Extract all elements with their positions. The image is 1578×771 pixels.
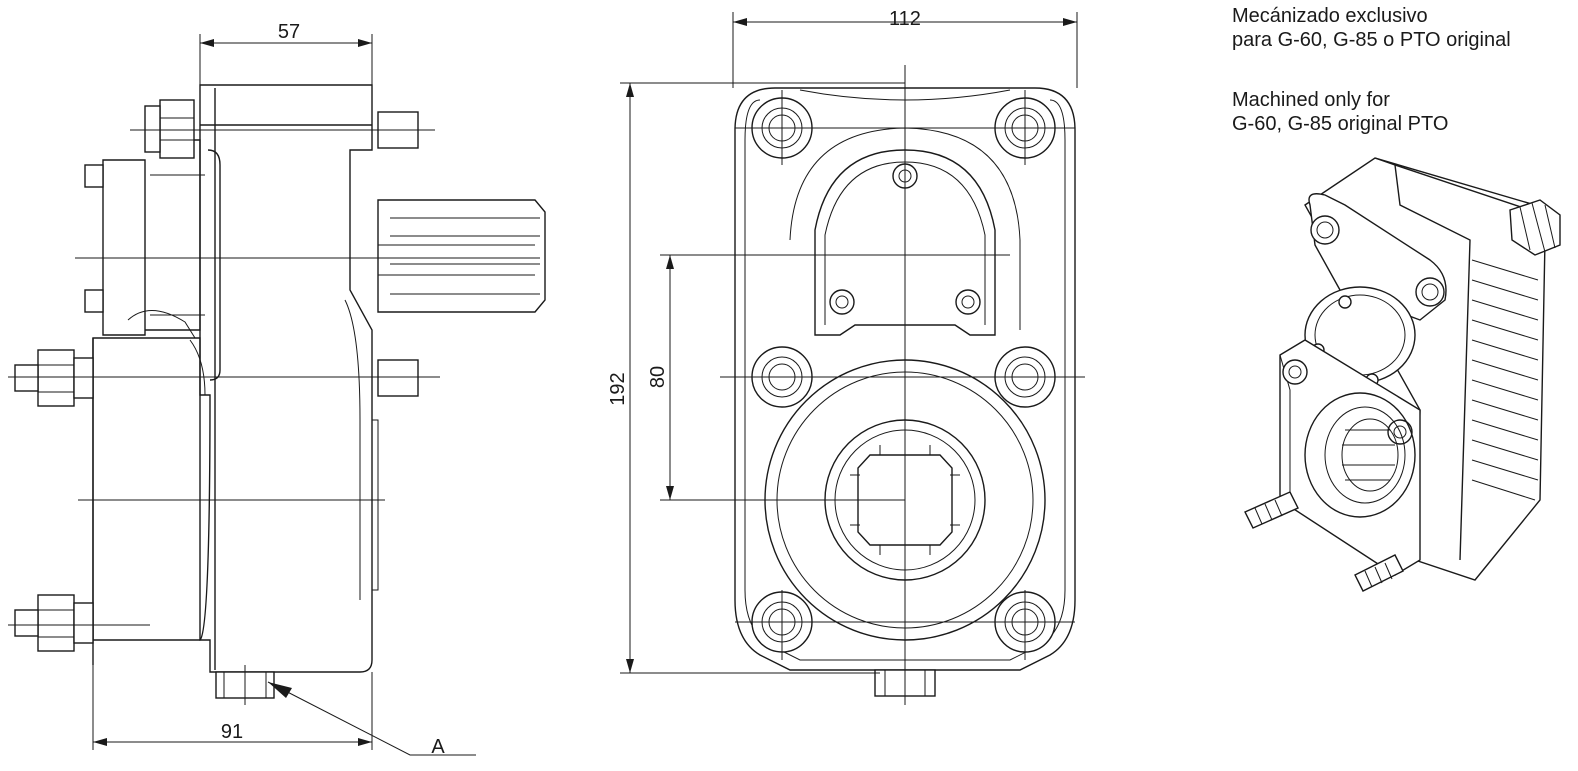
note-spanish: Mecánizado exclusivo para G-60, G-85 o P… <box>1232 4 1511 52</box>
note-spanish-line-1: Mecánizado exclusivo <box>1232 5 1428 27</box>
dimension-112-label: 112 <box>889 8 921 30</box>
note-english: Machined only for G-60, G-85 original PT… <box>1232 88 1448 136</box>
dimension-57-label: 57 <box>278 21 300 43</box>
isometric-view <box>1244 157 1561 592</box>
callout-a-label: A <box>431 736 445 758</box>
note-spanish-line-2: para G-60, G-85 o PTO original <box>1232 29 1511 51</box>
side-view <box>8 34 546 756</box>
note-english-line-1: Machined only for <box>1232 89 1390 111</box>
dimension-91-label: 91 <box>221 721 243 743</box>
dimension-192-label: 192 <box>607 372 629 405</box>
dimension-80-label: 80 <box>647 366 669 388</box>
note-english-line-2: G-60, G-85 original PTO <box>1232 113 1449 135</box>
front-view <box>620 12 1085 705</box>
